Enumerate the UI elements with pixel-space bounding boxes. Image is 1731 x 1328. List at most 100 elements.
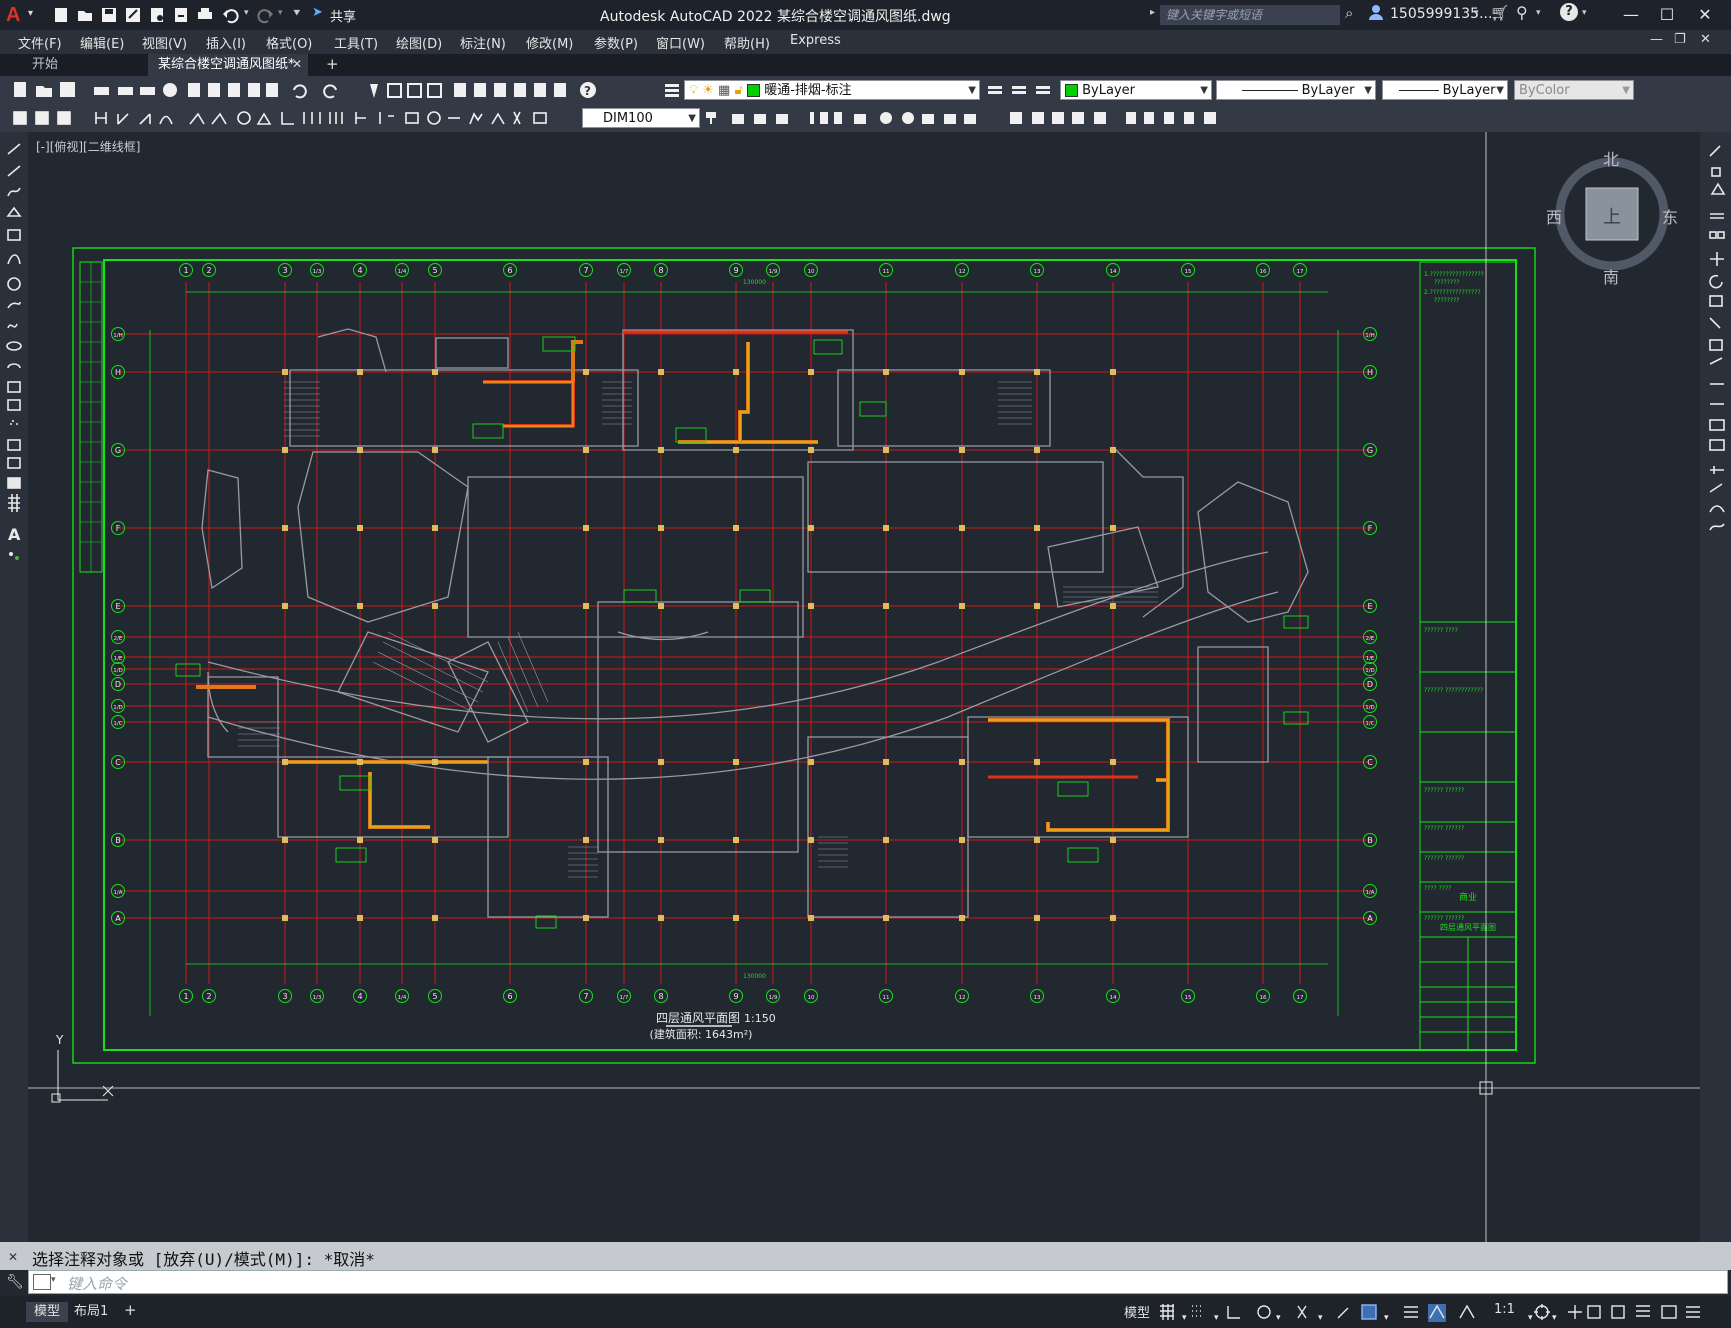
- layer-dropdown[interactable]: 💡︎ ☀ ▦ 🔓︎ 暖通-排烟-标注 ▼: [684, 80, 980, 100]
- save-icon[interactable]: [100, 6, 118, 24]
- app-menu-chevron-icon[interactable]: ▾: [28, 8, 34, 19]
- undo-icon[interactable]: [222, 6, 240, 24]
- linetype-chevron-down-icon[interactable]: ▼: [1364, 85, 1372, 96]
- redo-icon[interactable]: [256, 6, 274, 24]
- dimstyle-dropdown[interactable]: DIM100 ▼: [582, 108, 700, 128]
- menu-insert[interactable]: 插入(I): [206, 37, 246, 52]
- layer-previous-icon[interactable]: [1010, 80, 1030, 100]
- viewcube-east[interactable]: 东: [1662, 208, 1679, 227]
- floor-plan-drawing[interactable]: 1.????????????????? ???????? 2.?????????…: [28, 132, 1700, 1242]
- status-right-icons[interactable]: ▾▾: [1520, 1302, 1730, 1322]
- model-space-button[interactable]: 模型: [1124, 1306, 1151, 1321]
- viewcube-south[interactable]: 南: [1603, 268, 1620, 287]
- layer-on-icon[interactable]: 💡︎: [689, 83, 699, 98]
- open-web-icon[interactable]: [148, 6, 166, 24]
- menu-parametric[interactable]: 参数(P): [594, 37, 638, 52]
- user-icon[interactable]: [1368, 3, 1384, 21]
- menu-format[interactable]: 格式(O): [266, 37, 313, 52]
- command-recent-dropdown-icon[interactable]: ▾: [51, 1275, 56, 1285]
- new-file-icon[interactable]: [52, 6, 70, 24]
- connect-icon[interactable]: ⚲: [1516, 3, 1528, 22]
- doc-restore-icon[interactable]: ❐: [1674, 32, 1686, 47]
- command-input[interactable]: 键入命令: [67, 1275, 128, 1293]
- save-as-icon[interactable]: [124, 6, 142, 24]
- viewcube-west[interactable]: 西: [1546, 208, 1563, 227]
- doc-minimize-icon[interactable]: —: [1650, 32, 1663, 47]
- close-command-icon[interactable]: ✕: [8, 1250, 19, 1264]
- modify-side-icons[interactable]: [1700, 132, 1731, 552]
- lineweight-preview: [1398, 90, 1439, 91]
- color-value: ByLayer: [1082, 83, 1135, 98]
- close-window-icon[interactable]: ✕: [1698, 5, 1712, 24]
- viewcube-north[interactable]: 北: [1603, 150, 1620, 169]
- drawing-canvas[interactable]: 1.????????????????? ???????? 2.?????????…: [28, 132, 1700, 1242]
- help-icon[interactable]: ?: [1560, 3, 1578, 21]
- layer-state-icon[interactable]: [1034, 80, 1054, 100]
- viewcube[interactable]: 上 北 南 东 西: [1540, 140, 1690, 290]
- menu-modify[interactable]: 修改(M): [526, 37, 574, 52]
- search-icon[interactable]: ⌕: [1345, 4, 1354, 22]
- plus-icon[interactable]: +: [326, 55, 339, 73]
- dimstyle-chevron-down-icon[interactable]: ▼: [688, 113, 696, 124]
- annotation-scale[interactable]: 1:1: [1494, 1302, 1515, 1317]
- linetype-dropdown[interactable]: ByLayer ▼: [1216, 80, 1376, 100]
- plot-icon[interactable]: [196, 6, 214, 24]
- expand-search-icon[interactable]: ▸: [1150, 7, 1156, 18]
- tab-start[interactable]: 开始: [32, 57, 59, 72]
- command-prompt-icon[interactable]: [33, 1274, 51, 1290]
- redo-dropdown-icon[interactable]: ▾: [278, 8, 283, 18]
- viewport-controls[interactable]: [-][俯视][二维线框]: [36, 140, 141, 154]
- layer-properties-icon[interactable]: [663, 80, 683, 100]
- user-name[interactable]: 1505999135...: [1390, 6, 1493, 22]
- standard-toolbar-icons[interactable]: ?: [10, 80, 650, 100]
- menu-help[interactable]: 帮助(H): [724, 37, 770, 52]
- tab-layout1[interactable]: 布局1: [74, 1304, 109, 1319]
- layer-freeze-icon[interactable]: ☀: [702, 83, 714, 98]
- save-web-icon[interactable]: [172, 6, 190, 24]
- open-file-icon[interactable]: [76, 6, 94, 24]
- wrench-icon[interactable]: 🔧︎: [6, 1274, 24, 1290]
- share-icon[interactable]: ➤: [312, 5, 323, 20]
- layer-lock-icon[interactable]: 🔓︎: [734, 83, 743, 98]
- make-current-layer-icon[interactable]: [986, 80, 1006, 100]
- menu-dimension[interactable]: 标注(N): [460, 37, 506, 52]
- undo-dropdown-icon[interactable]: ▾: [244, 8, 249, 18]
- user-dropdown-icon[interactable]: ▾: [1474, 8, 1479, 18]
- share-label[interactable]: 共享: [330, 10, 357, 25]
- color-chevron-down-icon[interactable]: ▼: [1200, 85, 1208, 96]
- plotstyle-dropdown[interactable]: ByColor ▼: [1514, 80, 1634, 100]
- menu-edit[interactable]: 编辑(E): [80, 37, 125, 52]
- doc-close-icon[interactable]: ✕: [1700, 32, 1711, 47]
- help-dropdown-icon[interactable]: ▾: [1582, 8, 1587, 18]
- dimension-toolbar-icons[interactable]: [10, 108, 580, 128]
- menu-draw[interactable]: 绘图(D): [396, 37, 443, 52]
- connect-dropdown-icon[interactable]: ▾: [1536, 8, 1541, 18]
- lineweight-dropdown[interactable]: ByLayer ▼: [1382, 80, 1508, 100]
- plotstyle-chevron-down-icon[interactable]: ▼: [1622, 85, 1630, 96]
- autocad-logo[interactable]: A: [6, 4, 21, 26]
- add-layout-icon[interactable]: +: [124, 1301, 137, 1319]
- menu-express[interactable]: Express: [790, 33, 841, 48]
- modify-toolbar-icons[interactable]: [704, 108, 1224, 128]
- draw-toolbar-icons[interactable]: A: [0, 132, 28, 612]
- maximize-icon[interactable]: ☐: [1659, 5, 1675, 24]
- cart-icon[interactable]: 🛒︎: [1490, 4, 1510, 22]
- status-toggle-icons[interactable]: ▾▾▾▾▾: [1158, 1302, 1718, 1322]
- search-input[interactable]: 键入关键字或短语: [1160, 5, 1340, 25]
- menu-file[interactable]: 文件(F): [18, 37, 62, 52]
- color-dropdown[interactable]: ByLayer ▼: [1060, 80, 1212, 100]
- column-marker: [583, 525, 589, 531]
- tab-model[interactable]: 模型: [26, 1302, 69, 1322]
- viewcube-top-face[interactable]: 上: [1603, 207, 1621, 228]
- layer-viewport-icon[interactable]: ▦: [718, 83, 731, 98]
- menu-view[interactable]: 视图(V): [142, 37, 188, 52]
- lineweight-chevron-down-icon[interactable]: ▼: [1496, 85, 1504, 96]
- minimize-icon[interactable]: —: [1623, 5, 1639, 24]
- menu-window[interactable]: 窗口(W): [656, 37, 705, 52]
- customize-qat-icon[interactable]: ⯆: [292, 6, 302, 20]
- menu-tools[interactable]: 工具(T): [334, 37, 379, 52]
- close-icon[interactable]: ✕: [292, 57, 303, 71]
- command-line[interactable]: ▾ 键入命令: [28, 1270, 1728, 1294]
- tab-drawing-file[interactable]: 某综合楼空调通风图纸*: [148, 54, 308, 76]
- layer-chevron-down-icon[interactable]: ▼: [968, 85, 976, 96]
